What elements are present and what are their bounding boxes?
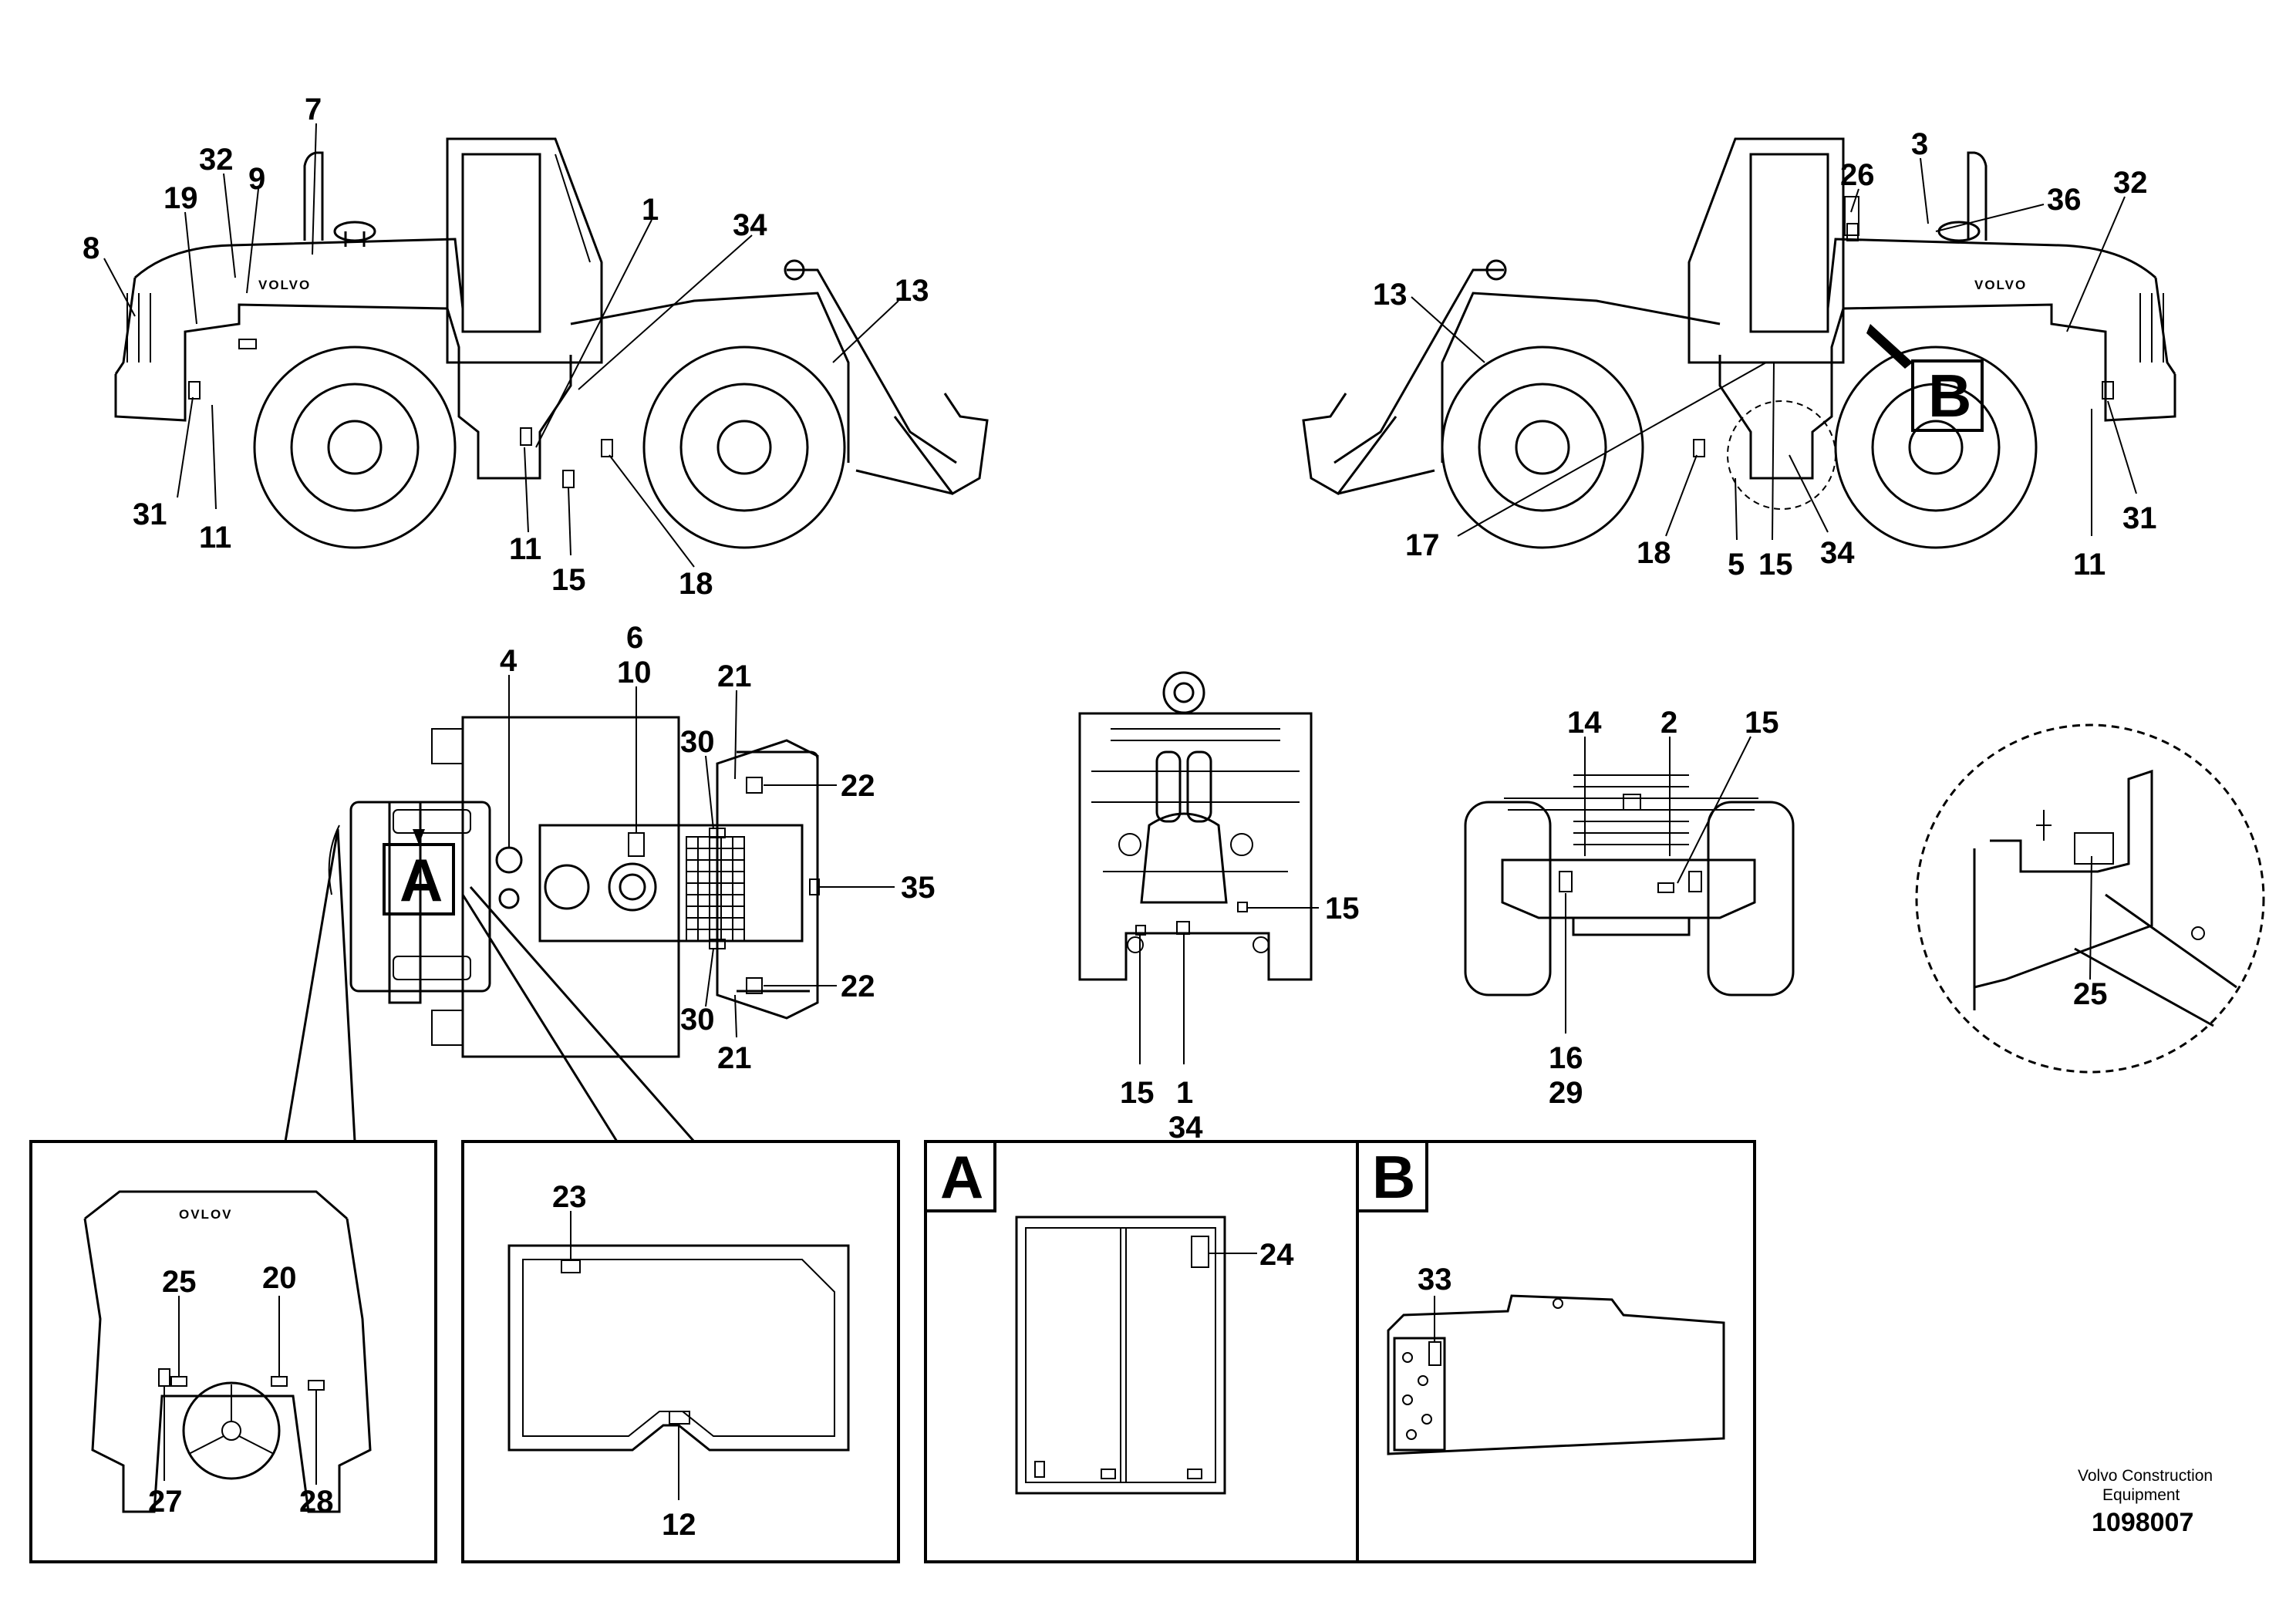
- circular-detail-view: [1915, 723, 2265, 1074]
- windshield-callouts: 23 12: [552, 1180, 696, 1542]
- right-view-callouts: 3 26 36 32 13 17 18 5 15 34 11 31: [1373, 127, 2157, 582]
- grid-hatch: [686, 836, 745, 942]
- panel-detail-a: A: [924, 1140, 1359, 1563]
- detail-b-marker: B: [1866, 324, 1984, 432]
- callout-label: 31: [133, 497, 167, 531]
- callout-label: 15: [1325, 892, 1360, 926]
- callout-label: 17: [1405, 528, 1440, 562]
- callout-label: 11: [199, 521, 231, 555]
- callout-label: 15: [1758, 548, 1793, 582]
- callout-label: 34: [1168, 1111, 1203, 1145]
- callout-label: 19: [164, 181, 198, 215]
- callout-label: 18: [679, 567, 713, 601]
- panel-b-label: B: [1372, 1143, 1415, 1211]
- callout-label: 23: [552, 1180, 587, 1214]
- loader-right-side-view: VOLVO: [1302, 137, 2176, 549]
- callout-label: 7: [305, 93, 322, 126]
- volvo-logo-left: VOLVO: [258, 278, 311, 292]
- callout-label: 4: [500, 644, 518, 678]
- credit-block: Volvo Construction Equipment 1098007: [2078, 1467, 2213, 1537]
- callout-label: 35: [901, 871, 936, 905]
- top-view-callouts: 4 6 10 21 30 22 35 22 30 21: [500, 621, 936, 1075]
- callout-label: 15: [1745, 706, 1779, 740]
- detail-b-callouts: 33: [1418, 1263, 1452, 1342]
- credit-line-2: Equipment: [2102, 1486, 2180, 1504]
- callout-label: 30: [680, 725, 715, 759]
- callout-label: 16: [1549, 1041, 1583, 1075]
- panel-windshield: [461, 1140, 900, 1563]
- callout-label: 22: [841, 769, 875, 803]
- callout-label: 10: [617, 656, 652, 690]
- document-number: 1098007: [2092, 1508, 2193, 1537]
- loader-rear-view: [1464, 774, 1795, 996]
- callout-label: 34: [733, 208, 767, 242]
- callout-label: 13: [895, 274, 929, 308]
- callout-label: 18: [1637, 536, 1671, 570]
- callout-label: 14: [1567, 706, 1602, 740]
- callout-label: 32: [199, 143, 234, 177]
- callout-label: 22: [841, 969, 875, 1003]
- callout-label: 12: [662, 1508, 696, 1542]
- callout-label: 26: [1840, 158, 1875, 192]
- callout-label: 3: [1911, 127, 1928, 161]
- callout-label: 32: [2113, 166, 2148, 200]
- detail-a-label: A: [400, 846, 443, 914]
- callout-label: 11: [2073, 548, 2106, 582]
- left-view-callouts: 7 32 9 19 8 1 34 13 31 11 11 15 18: [83, 93, 929, 601]
- callout-label: 5: [1728, 548, 1745, 582]
- callout-label: 34: [1820, 536, 1855, 570]
- credit-line-1: Volvo Construction: [2078, 1467, 2213, 1485]
- callout-label: 1: [1176, 1076, 1193, 1110]
- volvo-logo-mirrored: OVLOV: [179, 1207, 233, 1222]
- callout-label: 15: [551, 563, 586, 597]
- callout-label: 33: [1418, 1263, 1452, 1297]
- callout-label: 28: [299, 1485, 334, 1519]
- callout-label: 24: [1259, 1238, 1294, 1272]
- callout-label: 27: [148, 1485, 183, 1519]
- callout-label: 21: [717, 1041, 752, 1075]
- panel-detail-b: B: [1356, 1140, 1756, 1563]
- callout-label: 31: [2122, 501, 2157, 535]
- callout-label: 1: [642, 193, 659, 227]
- loader-top-view: [328, 716, 820, 1058]
- panel-a-label: A: [940, 1143, 983, 1211]
- volvo-logo-right: VOLVO: [1974, 278, 2027, 292]
- callout-label: 6: [626, 621, 643, 655]
- loader-left-side-view: VOLVO: [114, 137, 989, 549]
- callout-label: 21: [717, 659, 752, 693]
- callout-label: 13: [1373, 278, 1408, 312]
- panel-dashboard: OVLOV: [29, 1140, 437, 1563]
- callout-label: 20: [262, 1261, 297, 1295]
- detail-a-callouts: 24: [1209, 1238, 1294, 1272]
- callout-label: 2: [1660, 706, 1677, 740]
- callout-label: 36: [2047, 183, 2082, 217]
- callout-label: 15: [1120, 1076, 1155, 1110]
- detail-a-marker: A: [383, 829, 455, 916]
- callout-label: 8: [83, 231, 99, 265]
- callout-label: 11: [509, 532, 541, 566]
- callout-label: 25: [162, 1265, 197, 1299]
- callout-label: 25: [2073, 977, 2108, 1011]
- callout-label: 29: [1549, 1076, 1583, 1110]
- rear-view-callouts: 14 2 15 16 29: [1549, 706, 1779, 1110]
- callout-label: 9: [248, 162, 265, 196]
- dashboard-callouts: 25 20 27 28: [148, 1261, 334, 1519]
- circle-detail-callouts: 25: [2073, 855, 2108, 1011]
- callout-label: 30: [680, 1003, 715, 1037]
- detail-b-label: B: [1928, 362, 1971, 430]
- underside-view-callouts: 15 15 1 34: [1120, 892, 1360, 1145]
- loader-underside-view: [1078, 671, 1313, 981]
